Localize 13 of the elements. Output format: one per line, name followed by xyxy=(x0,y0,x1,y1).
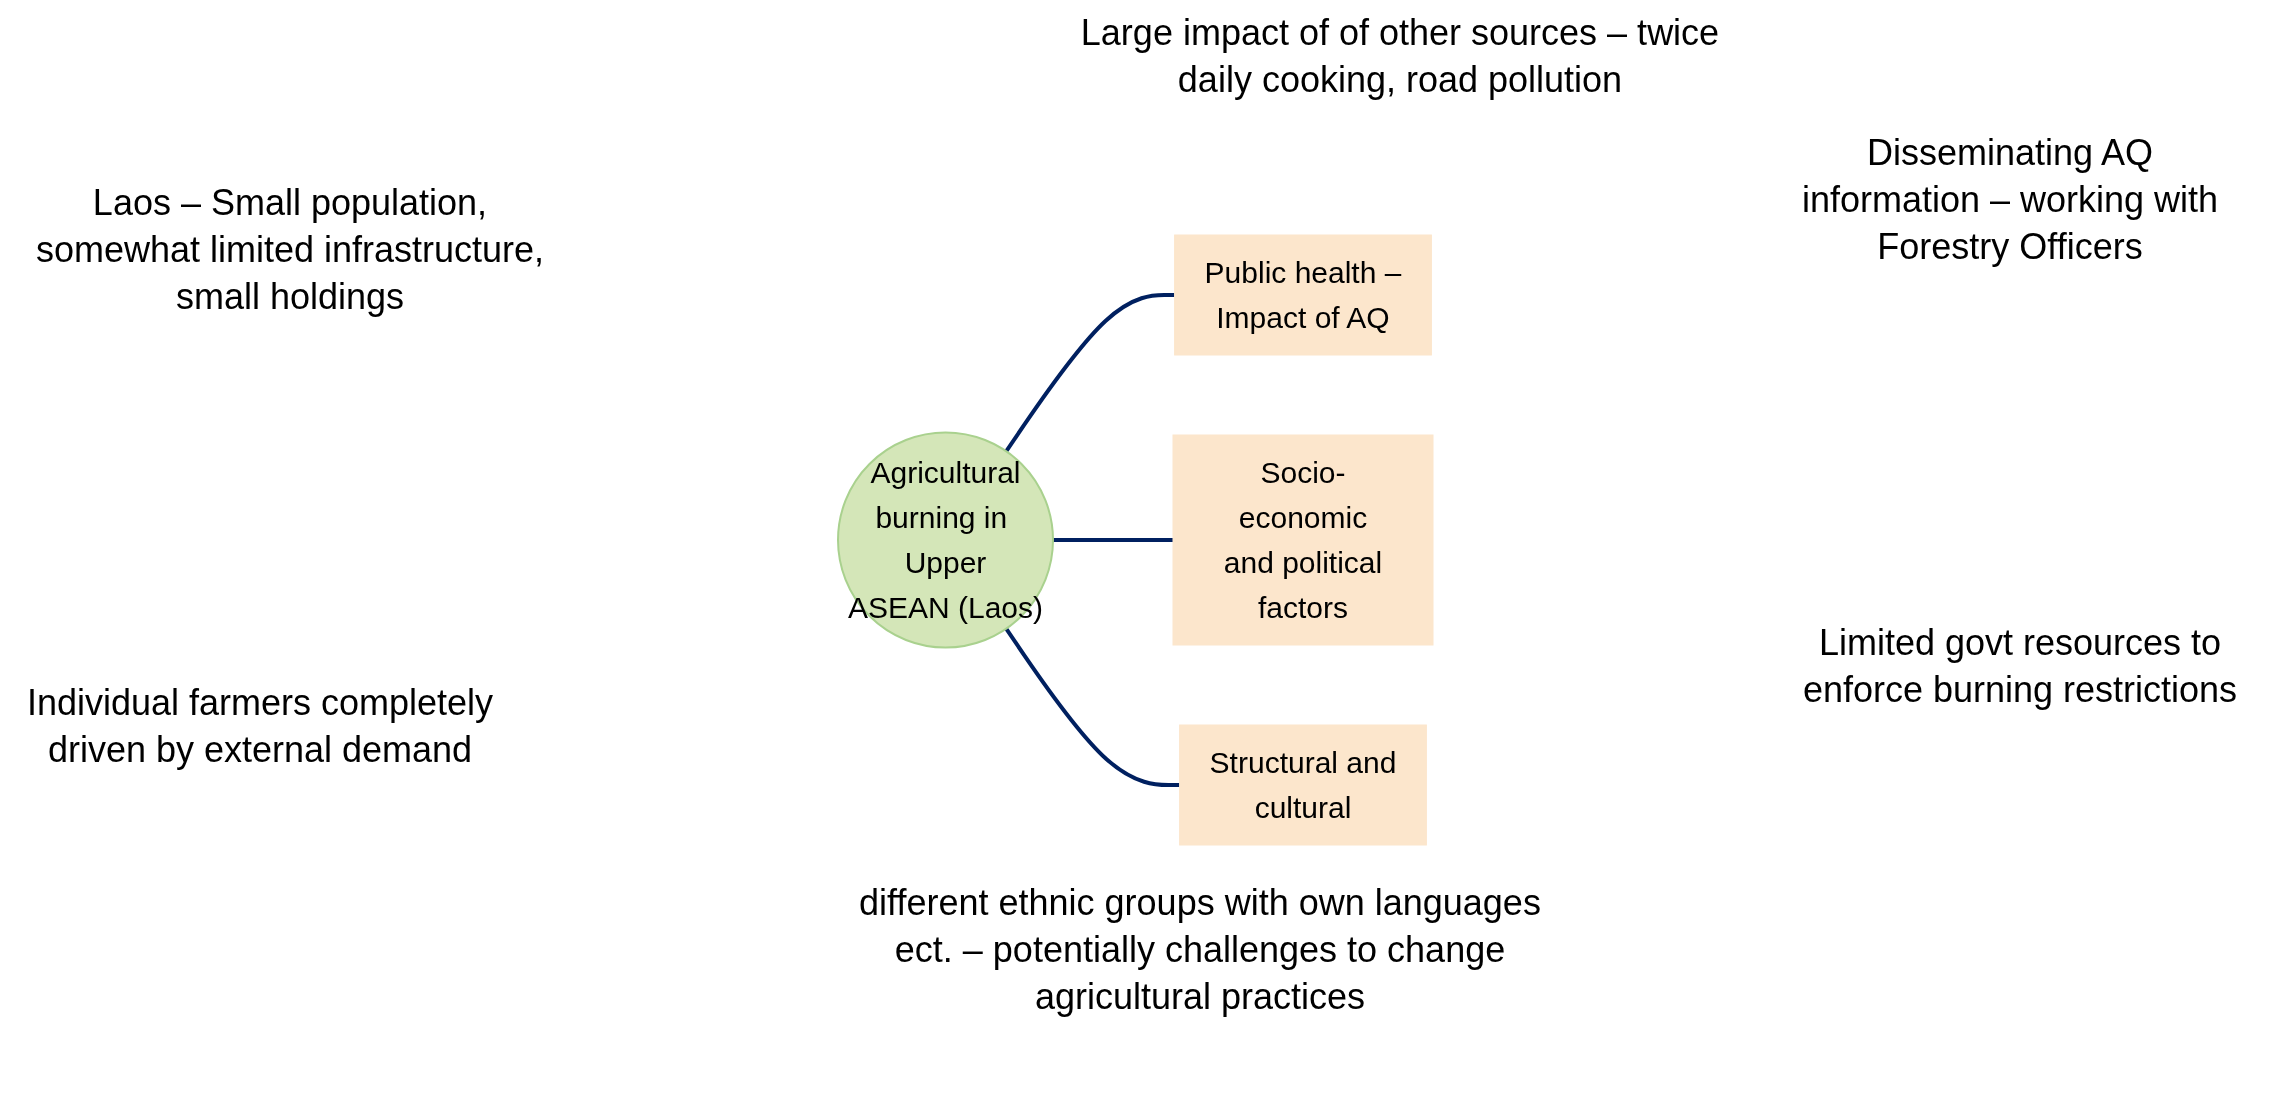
note-text: different ethnic groups with own languages ect. – potentially challenges to change agricultural practices xyxy=(858,881,1542,1019)
note-text: Individual farmers completely driven by external demand xyxy=(25,681,495,772)
node-box: Public health – Impact of AQ xyxy=(1173,234,1432,356)
note-text: Laos – Small population, somewhat limited infrastructure, small holdings xyxy=(34,181,546,319)
connector xyxy=(1052,538,1173,542)
note-text: Large impact of of other sources – twice daily cooking, road pollution xyxy=(1080,11,1720,102)
note-text: Limited govt resources to enforce burning restrictions xyxy=(1801,621,2239,712)
connector xyxy=(1004,627,1180,787)
node-circle: Agricultural burning in Upper ASEAN (Laos) xyxy=(836,431,1054,649)
connector xyxy=(1004,293,1175,453)
node-box: Socio-economic and political factors xyxy=(1172,434,1433,646)
note-text: Disseminating AQ information – working with Forestry Officers xyxy=(1800,131,2220,269)
node-box: Structural and cultural xyxy=(1178,724,1427,846)
